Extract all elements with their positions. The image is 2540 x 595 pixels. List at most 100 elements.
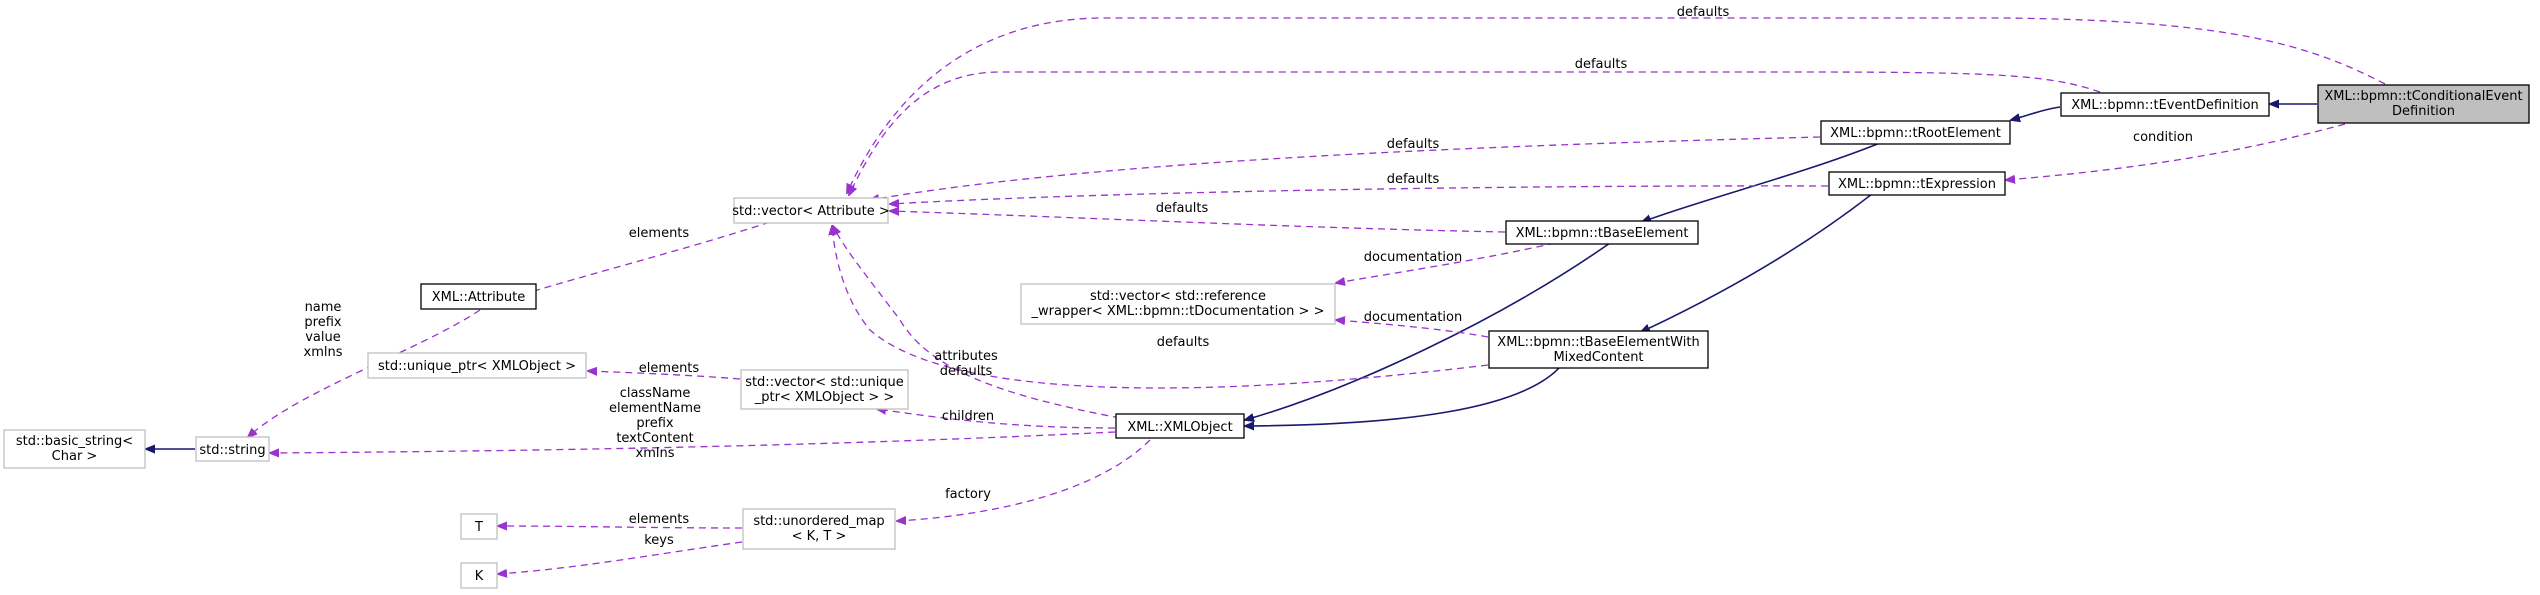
edge-baseelement-defaults-vector bbox=[890, 211, 1506, 233]
node-teventdefinition[interactable]: XML::bpmn::tEventDefinition bbox=[2060, 92, 2270, 117]
t-param-line-1: T bbox=[474, 520, 483, 535]
edge-label-elements-map: elements bbox=[629, 512, 690, 527]
node-trootelement[interactable]: XML::bpmn::tRootElement bbox=[1820, 120, 2011, 145]
edge-eventdefinition-defaults-vector bbox=[849, 71, 2101, 195]
edge-label-defaults-expression-line-1: defaults bbox=[1387, 172, 1440, 187]
t-param-label: T bbox=[474, 520, 483, 535]
usage-edges bbox=[248, 17, 2386, 574]
node-vector-reference-wrapper[interactable]: std::vector< std::reference_wrapper< XML… bbox=[1020, 283, 1336, 325]
edge-label-documentation-base-line-1: documentation bbox=[1364, 250, 1462, 265]
edge-map-elements-t bbox=[498, 526, 743, 528]
edge-xmlobject-factory-map bbox=[897, 439, 1151, 521]
edge-label-elements-attribute-line-1: elements bbox=[629, 226, 690, 241]
edge-labels: defaults defaults defaults defaults defa… bbox=[304, 5, 2194, 548]
node-vector-unique-ptr[interactable]: std::vector< std::unique_ptr< XMLObject … bbox=[740, 369, 909, 410]
node-k[interactable]: K bbox=[460, 562, 498, 589]
vector-unique-ptr-line-2: _ptr< XMLObject > > bbox=[754, 390, 895, 405]
edge-label-defaults-top: defaults bbox=[1677, 5, 1730, 20]
edge-expression-to-mixed bbox=[1641, 193, 1873, 332]
event-definition-line-1: XML::bpmn::tEventDefinition bbox=[2071, 98, 2259, 113]
edge-label-factory-line-1: factory bbox=[945, 487, 991, 502]
vector-reference-wrapper-label: std::vector< std::reference_wrapper< XML… bbox=[1031, 289, 1325, 319]
k-param-label: K bbox=[475, 569, 484, 584]
edge-label-defaults-expression: defaults bbox=[1387, 172, 1440, 187]
basic-string-label: std::basic_string<Char > bbox=[16, 434, 133, 464]
edge-baseelement-to-xmlobject bbox=[1245, 242, 1611, 420]
edge-label-attribute-members-line-2: prefix bbox=[304, 315, 341, 330]
vector-reference-wrapper-line-2: _wrapper< XML::bpmn::tDocumentation > > bbox=[1031, 304, 1325, 319]
edge-label-keys: keys bbox=[644, 533, 674, 548]
edge-label-defaults-root-line-1: defaults bbox=[1387, 137, 1440, 152]
node-string[interactable]: std::string bbox=[195, 436, 270, 462]
edge-label-string-members-line-3: prefix bbox=[636, 416, 673, 431]
edge-label-documentation-mixed-line-1: documentation bbox=[1364, 310, 1462, 325]
edge-label-elements-unique-line-1: elements bbox=[639, 361, 700, 376]
unique-ptr-xmlobject-label: std::unique_ptr< XMLObject > bbox=[378, 359, 576, 374]
node-xml-attribute[interactable]: XML::Attribute bbox=[420, 283, 537, 310]
edge-xmlobject-children-vector bbox=[877, 409, 1116, 429]
vector-unique-ptr-line-1: std::vector< std::unique bbox=[745, 375, 904, 390]
node-unique-ptr-xmlobject[interactable]: std::unique_ptr< XMLObject > bbox=[367, 352, 587, 379]
string-line-1: std::string bbox=[199, 443, 265, 458]
root-element-label: XML::bpmn::tRootElement bbox=[1830, 126, 2001, 141]
node-basic-string[interactable]: std::basic_string<Char > bbox=[3, 429, 146, 469]
edge-label-documentation-mixed: documentation bbox=[1364, 310, 1462, 325]
edge-label-condition: condition bbox=[2133, 130, 2193, 145]
node-unordered-map[interactable]: std::unordered_map< K, T > bbox=[742, 508, 896, 550]
edge-label-elements-uniqueptr: elements bbox=[639, 361, 700, 376]
node-tbaseelement[interactable]: XML::bpmn::tBaseElement bbox=[1505, 220, 1699, 245]
edge-label-defaults-eventdefinition: defaults bbox=[1575, 57, 1628, 72]
edge-label-elements-attribute: elements bbox=[629, 226, 690, 241]
conditional-event-def-line-1: XML::bpmn::tConditionalEvent bbox=[2324, 89, 2522, 104]
edge-label-defaults-rootelement: defaults bbox=[1387, 137, 1440, 152]
edge-expression-defaults-vector bbox=[890, 185, 1829, 204]
vector-reference-wrapper-line-1: std::vector< std::reference bbox=[1090, 289, 1266, 304]
edge-label-factory: factory bbox=[945, 487, 991, 502]
basic-string-line-1: std::basic_string< bbox=[16, 434, 133, 449]
edge-label-attribute-members-line-3: value bbox=[305, 330, 341, 345]
edge-label-defaults-mixed: defaults bbox=[1157, 335, 1210, 350]
xml-attribute-label: XML::Attribute bbox=[432, 290, 526, 305]
node-t[interactable]: T bbox=[460, 513, 498, 540]
xml-object-line-1: XML::XMLObject bbox=[1127, 420, 1232, 435]
node-xmlobject[interactable]: XML::XMLObject bbox=[1115, 413, 1245, 439]
edge-xmlobject-members-string bbox=[270, 431, 1116, 453]
edge-conditional-defaults-vector bbox=[847, 17, 2386, 193]
expression-label: XML::bpmn::tExpression bbox=[1838, 177, 1996, 192]
edge-vector-elements-uniqueptr bbox=[588, 371, 741, 380]
node-texpression[interactable]: XML::bpmn::tExpression bbox=[1828, 171, 2006, 196]
edge-label-defaults-baseelement: defaults bbox=[1156, 201, 1209, 216]
edge-label-children: children bbox=[942, 409, 994, 424]
conditional-event-def-line-2: Definition bbox=[2392, 104, 2455, 119]
basic-string-line-2: Char > bbox=[52, 449, 98, 464]
event-definition-label: XML::bpmn::tEventDefinition bbox=[2071, 98, 2259, 113]
node-vector-attribute[interactable]: std::vector< Attribute > bbox=[732, 197, 890, 224]
vector-attribute-line-1: std::vector< Attribute > bbox=[732, 204, 890, 219]
unordered-map-label: std::unordered_map< K, T > bbox=[753, 514, 884, 544]
edge-rootelement-defaults-vector bbox=[870, 136, 1821, 200]
edge-label-keys-line-1: keys bbox=[644, 533, 674, 548]
edge-attribute-members-string bbox=[248, 309, 481, 437]
xml-attribute-line-1: XML::Attribute bbox=[432, 290, 526, 305]
edge-mixed-documentation-vector bbox=[1336, 320, 1489, 338]
inheritance-edges bbox=[146, 104, 2317, 449]
edge-map-keys-k bbox=[498, 541, 743, 574]
edge-label-defaults-base-line-1: defaults bbox=[1156, 201, 1209, 216]
base-element-label: XML::bpmn::tBaseElement bbox=[1516, 226, 1689, 241]
k-param-line-1: K bbox=[475, 569, 484, 584]
base-element-line-1: XML::bpmn::tBaseElement bbox=[1516, 226, 1689, 241]
edge-label-attributes-defaults-line-1: attributes bbox=[934, 349, 998, 364]
edge-label-string-members-line-1: className bbox=[620, 386, 691, 401]
unordered-map-line-1: std::unordered_map bbox=[753, 514, 884, 529]
edge-label-string-members-line-5: xmlns bbox=[636, 446, 675, 461]
root-element-line-1: XML::bpmn::tRootElement bbox=[1830, 126, 2001, 141]
string-label: std::string bbox=[199, 443, 265, 458]
edge-mixed-defaults-vector bbox=[832, 226, 1489, 389]
edge-baseelement-documentation-vector bbox=[1336, 242, 1556, 283]
